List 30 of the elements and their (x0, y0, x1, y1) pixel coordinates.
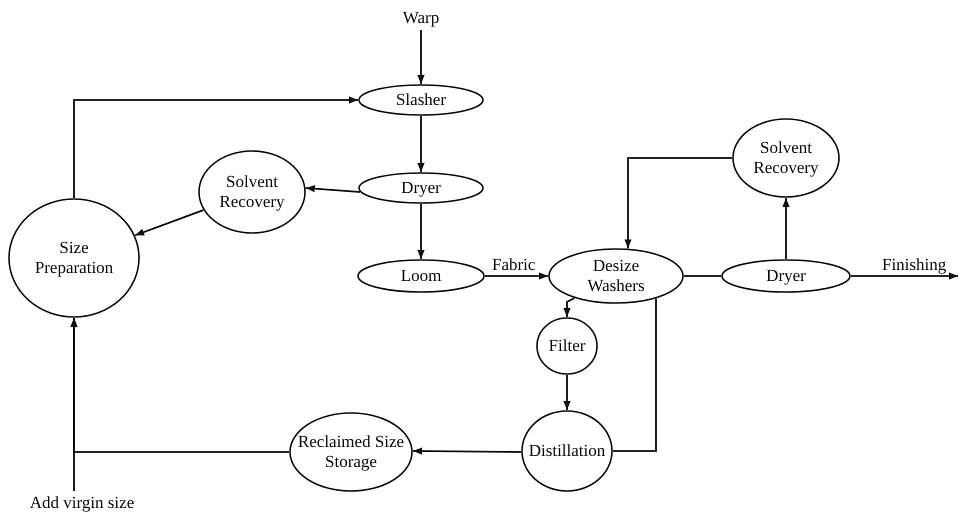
connector-line (684, 275, 721, 277)
edge-label: Finishing (880, 255, 948, 275)
flow-arrow (70, 318, 78, 491)
flow-arrow (624, 157, 732, 248)
flow-arrow (134, 209, 204, 236)
process-label: Loom (400, 266, 442, 286)
process-label: Desize Washers (586, 256, 646, 296)
flow-arrow (851, 272, 958, 280)
process-label: Dryer (766, 266, 806, 286)
flow-arrow (417, 116, 425, 172)
process-label: Filter (548, 336, 586, 356)
flow-label: Warp (402, 8, 440, 28)
process-label: Slasher (396, 90, 446, 110)
flow-arrow (417, 30, 425, 84)
process-label: Solvent Recovery (752, 138, 820, 178)
flow-arrow (782, 198, 790, 259)
connector-line (613, 298, 657, 452)
flow-arrow (73, 96, 358, 198)
flow-arrow (417, 204, 425, 259)
process-label: Solvent Recovery (218, 172, 286, 212)
flow-arrow (485, 272, 548, 280)
flow-arrow (563, 297, 575, 317)
process-label: Size Preparation (34, 238, 114, 278)
process-label: Reclaimed Size Storage (296, 432, 406, 472)
process-label: Distillation (528, 441, 606, 461)
flow-arrow (563, 375, 571, 410)
flow-arrow (306, 185, 360, 193)
flow-label: Add virgin size (28, 493, 136, 513)
process-label: Dryer (401, 178, 441, 198)
flow-arrow (413, 447, 521, 455)
